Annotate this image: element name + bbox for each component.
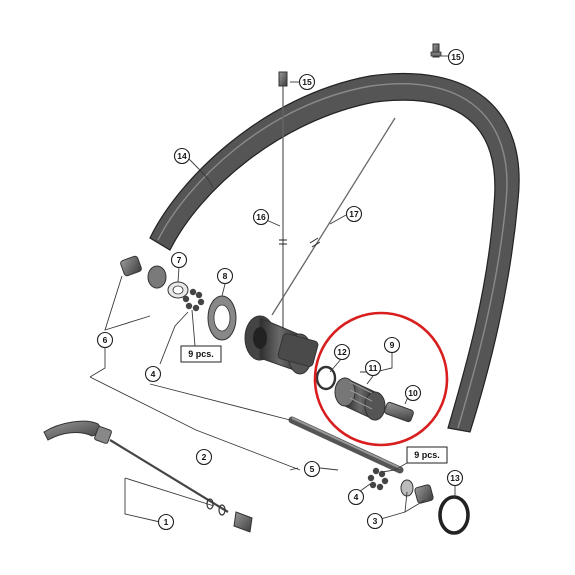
rim bbox=[149, 72, 520, 433]
callout-17-label: 17 bbox=[349, 209, 359, 219]
callout-9: 9 bbox=[383, 336, 401, 354]
valve-stem bbox=[430, 43, 442, 58]
callout-10: 10 bbox=[404, 384, 422, 402]
callout-2-label: 2 bbox=[202, 452, 207, 462]
callout-6-label: 6 bbox=[103, 335, 108, 345]
callout-1-label: 1 bbox=[164, 517, 169, 527]
callout-7-label: 7 bbox=[177, 255, 182, 265]
callout-14: 14 bbox=[173, 147, 191, 165]
callout-15-right-label: 15 bbox=[451, 52, 461, 62]
callout-16-label: 16 bbox=[256, 212, 266, 222]
quantity-label-rear-text: 9 pcs. bbox=[414, 450, 440, 460]
left-end-cap-and-bearing-parts bbox=[120, 255, 237, 341]
callout-8-label: 8 bbox=[223, 271, 228, 281]
callout-12: 12 bbox=[333, 343, 351, 361]
callout-15-right: 15 bbox=[447, 48, 465, 66]
callout-5: 5 bbox=[303, 460, 321, 478]
freehub-parts bbox=[315, 365, 414, 423]
callout-10-label: 10 bbox=[408, 388, 418, 398]
ball-bearings-front bbox=[182, 288, 205, 312]
callout-3-label: 3 bbox=[373, 516, 378, 526]
callout-11-label: 11 bbox=[369, 363, 378, 373]
callout-8: 8 bbox=[216, 267, 234, 285]
callout-12-label: 12 bbox=[337, 347, 347, 357]
hub-body bbox=[244, 315, 319, 375]
callout-4-front-label: 4 bbox=[151, 369, 156, 379]
leader-lines bbox=[89, 55, 456, 523]
callout-5-label: 5 bbox=[310, 464, 315, 474]
callout-13: 13 bbox=[446, 469, 464, 487]
callout-4-rear-label: 4 bbox=[354, 492, 359, 502]
callout-4-rear: 4 bbox=[347, 488, 365, 506]
callout-9-label: 9 bbox=[390, 340, 395, 350]
callout-2: 2 bbox=[195, 448, 213, 466]
highlight-circle bbox=[313, 311, 449, 447]
callout-15-left: 15 bbox=[298, 73, 316, 91]
callout-6: 6 bbox=[96, 331, 114, 349]
quick-release-skewer bbox=[43, 420, 253, 533]
callout-11: 11 bbox=[364, 359, 382, 377]
callout-15-left-label: 15 bbox=[302, 77, 312, 87]
quantity-label-front-text: 9 pcs. bbox=[188, 349, 214, 359]
right-end-parts bbox=[367, 467, 470, 535]
hub-axle bbox=[288, 416, 404, 474]
callout-1: 1 bbox=[157, 513, 175, 531]
callout-4-front: 4 bbox=[144, 365, 162, 383]
quantity-label-rear: 9 pcs. bbox=[406, 446, 448, 464]
callout-16: 16 bbox=[252, 208, 270, 226]
callout-13-label: 13 bbox=[450, 473, 460, 483]
callout-3: 3 bbox=[366, 512, 384, 530]
spokes bbox=[271, 71, 396, 330]
callout-17: 17 bbox=[345, 205, 363, 223]
callout-7: 7 bbox=[170, 251, 188, 269]
quantity-label-front: 9 pcs. bbox=[180, 345, 222, 363]
callout-14-label: 14 bbox=[177, 151, 187, 161]
